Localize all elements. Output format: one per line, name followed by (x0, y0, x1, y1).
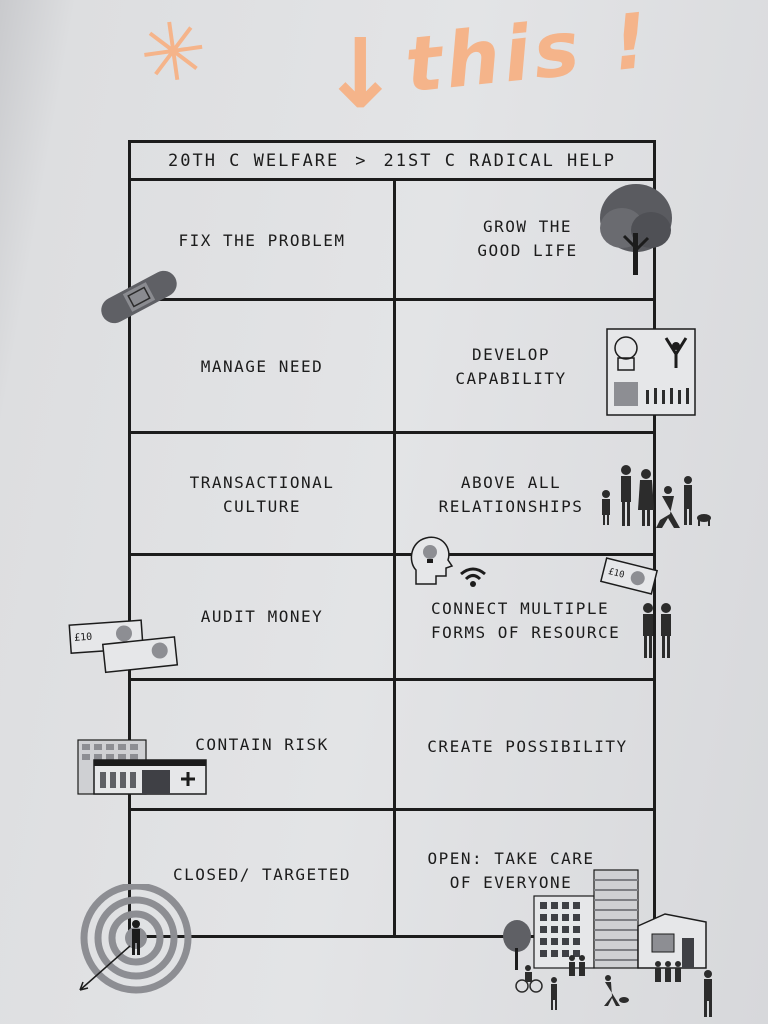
row-3-left: TRANSACTIONAL CULTURE (189, 473, 335, 516)
money-note-label: £10 (74, 632, 93, 644)
head-lightbulb-illustration (410, 536, 454, 585)
row-5-right: CREATE POSSIBILITY (427, 737, 628, 756)
row-divider (131, 678, 653, 681)
row-divider (131, 553, 653, 556)
row-divider (131, 431, 653, 434)
row-3-right: ABOVE ALL RELATIONSHIPS (438, 473, 584, 516)
row-6-left: CLOSED/ TARGETED (172, 865, 352, 884)
annotation-star: ✳ (133, 1, 214, 104)
row-6-right: OPEN: TAKE CARE OF EVERYONE (427, 849, 595, 892)
column-divider (393, 181, 396, 938)
row-1-right: GROW THE GOOD LIFE (477, 217, 578, 260)
annotation-arrow: ↓ (320, 18, 401, 130)
row-4-left: AUDIT MONEY (200, 607, 324, 626)
money-notes-illustration: £10 (68, 619, 179, 674)
capability-illustration (606, 328, 696, 416)
tree-illustration (600, 184, 672, 275)
relationships-people-illustration (602, 465, 711, 528)
row-5-left: CONTAIN RISK (195, 735, 329, 754)
wifi-icon (460, 567, 486, 587)
community-buildings-illustration (503, 869, 712, 1017)
table-header: 20TH C WELFARE > 21ST C RADICAL HELP (131, 143, 653, 181)
bandage-illustration (101, 270, 177, 324)
money-note-label: £10 (607, 567, 625, 581)
money-note-illustration: £10 (600, 557, 658, 595)
header-right: 21ST C RADICAL HELP (383, 150, 616, 171)
row-4-right: CONNECT MULTIPLE FORMS OF RESOURCE (431, 599, 621, 642)
target-illustration (79, 884, 192, 994)
row-divider (131, 808, 653, 811)
header-separator: > (355, 150, 368, 171)
header-left: 20TH C WELFARE (167, 150, 340, 171)
two-people-illustration (643, 603, 671, 658)
row-2-right: DEVELOP CAPABILITY (455, 345, 567, 388)
row-1-left: FIX THE PROBLEM (178, 231, 346, 250)
row-divider (131, 298, 653, 301)
comparison-table: 20TH C WELFARE > 21ST C RADICAL HELP FIX… (128, 140, 656, 938)
row-2-left: MANAGE NEED (200, 357, 324, 376)
hospital-building-illustration (77, 739, 207, 795)
annotation-text: this ! (401, 0, 656, 110)
